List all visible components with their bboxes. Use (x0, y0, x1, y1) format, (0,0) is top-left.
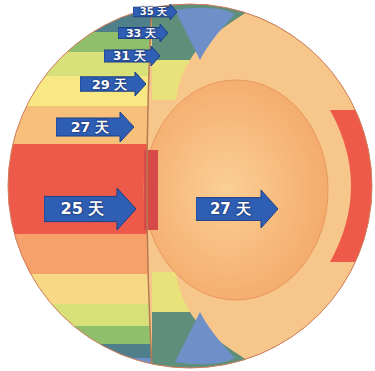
period-label: 27 天 (71, 120, 109, 134)
period-label: 31 天 (113, 50, 146, 62)
arrow-body (80, 72, 146, 96)
period-label: 25 天 (61, 201, 105, 217)
rotation-arrow: 27 天 (56, 112, 134, 142)
arrow-body (44, 188, 136, 230)
rotation-arrow: 27 天 (196, 190, 278, 228)
arrow-body (196, 190, 278, 228)
period-label: 27 天 (210, 202, 251, 217)
period-label: 35 天 (140, 7, 167, 17)
rotation-arrow: 33 天 (118, 24, 168, 42)
rotation-arrow: 31 天 (104, 46, 160, 66)
arrow-body (56, 112, 134, 142)
rotation-arrow: 29 天 (80, 72, 146, 96)
rotation-arrow: 25 天 (44, 188, 136, 230)
period-label: 29 天 (92, 78, 128, 91)
rotation-arrow: 35 天 (133, 4, 177, 20)
arrow-body (118, 24, 168, 42)
arrow-body (133, 4, 177, 20)
period-label: 33 天 (126, 28, 156, 39)
arrow-body (104, 46, 160, 66)
